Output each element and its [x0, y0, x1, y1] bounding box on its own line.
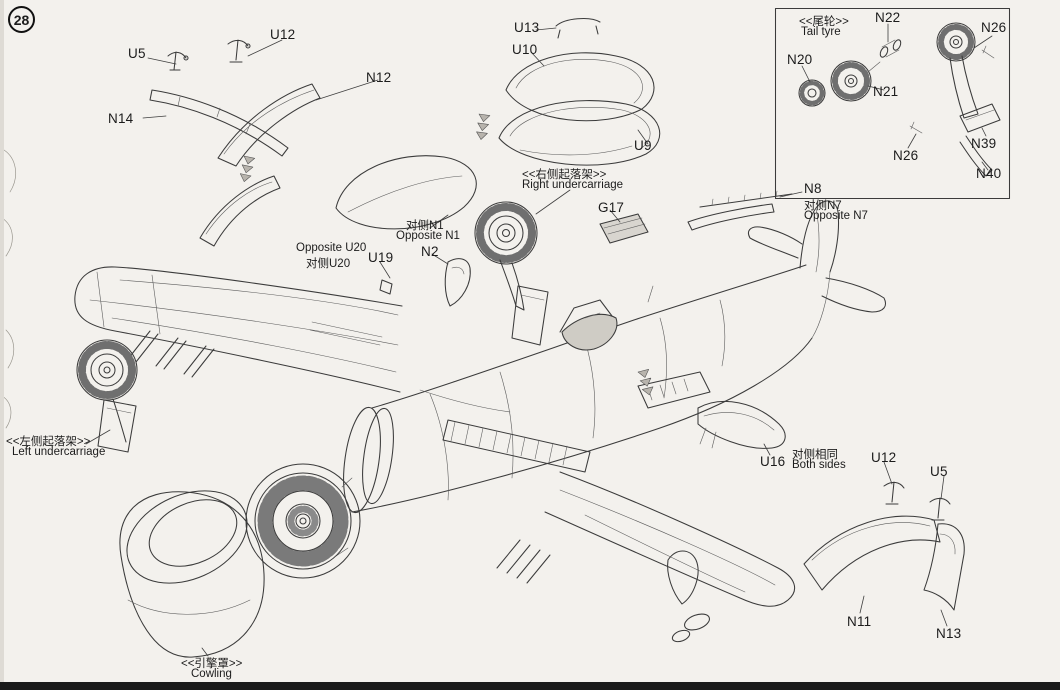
part-label-u12-top: U12 — [270, 27, 296, 42]
page-edge-marks — [1, 149, 17, 429]
part-label-u9: U9 — [634, 138, 652, 153]
inset-label-n21: N21 — [873, 84, 899, 99]
inset-label-n40: N40 — [976, 166, 1002, 181]
note-cowling-en: Cowling — [191, 668, 232, 680]
part-label-u19: U19 — [368, 250, 394, 265]
note-opposite-u20-cn: 对侧U20 — [306, 258, 351, 270]
drop-tank-and-stores — [667, 401, 786, 643]
tail-tyre-inset — [774, 7, 1011, 200]
inset-label-n39: N39 — [971, 136, 997, 151]
page-left-edge — [0, 0, 4, 690]
left-wing — [74, 266, 403, 393]
inset-label-n22: N22 — [875, 10, 901, 25]
radial-engine — [245, 463, 361, 579]
note-opposite-n7-en: Opposite N7 — [804, 210, 868, 222]
fuselage — [335, 264, 813, 557]
note-both-sides-cn: 对侧相同 — [792, 449, 838, 461]
note-opposite-n1-cn: 对侧N1 — [406, 220, 444, 232]
canopy-parts — [335, 17, 661, 230]
part-label-u10: U10 — [512, 42, 538, 57]
note-cowling-cn: <<引擎罩>> — [181, 658, 243, 670]
note-both-sides-en: Both sides — [792, 459, 846, 471]
part-label-n13: N13 — [936, 626, 962, 641]
note-left-undercarriage-cn: <<左侧起落架>> — [6, 436, 91, 448]
note-right-undercarriage-en: Right undercarriage — [522, 179, 624, 191]
note-left-undercarriage-en: Left undercarriage — [12, 446, 106, 458]
cowling-part — [119, 490, 265, 658]
step-number: 28 — [13, 11, 30, 28]
step-number-badge: 28 — [8, 6, 35, 33]
leader-lines — [85, 23, 993, 657]
note-right-undercarriage-cn: <<右侧起落架>> — [522, 169, 607, 181]
part-label-n11: N11 — [847, 614, 872, 629]
part-label-u5-right: U5 — [930, 464, 948, 479]
note-opposite-n1-en: Opposite N1 — [396, 230, 460, 242]
part-label-n14: N14 — [108, 111, 134, 126]
inset-title-en: Tail tyre — [801, 26, 841, 38]
inset-label-n26-bottom: N26 — [893, 148, 919, 163]
part-label-n8: N8 — [804, 181, 822, 196]
right-wing — [496, 471, 796, 607]
inset-label-n26-top: N26 — [981, 20, 1007, 35]
page-bottom-band — [0, 682, 1060, 690]
part-label-g17: G17 — [598, 200, 625, 215]
inset-title-cn: <<尾轮>> — [799, 16, 849, 28]
right-undercarriage — [474, 201, 549, 346]
part-label-u13: U13 — [514, 20, 540, 35]
part-label-u16: U16 — [760, 454, 786, 469]
note-opposite-u20-en: Opposite U20 — [296, 242, 367, 254]
part-label-u5-top: U5 — [128, 46, 146, 61]
parts-right-group — [803, 481, 965, 611]
left-undercarriage — [76, 339, 138, 453]
part-g17 — [599, 213, 649, 244]
small-parts-u19-n2 — [379, 258, 471, 307]
part-label-u12-right: U12 — [871, 450, 897, 465]
inset-label-n20: N20 — [787, 52, 813, 67]
part-label-n12: N12 — [366, 70, 392, 85]
part-label-n2: N2 — [421, 244, 439, 259]
insertion-chevrons — [238, 113, 656, 397]
tail-group — [747, 200, 887, 339]
small-parts-top-left — [149, 39, 321, 247]
note-opposite-n7-cn: 对侧N7 — [804, 200, 842, 212]
parts-n8-n7 — [687, 190, 793, 231]
